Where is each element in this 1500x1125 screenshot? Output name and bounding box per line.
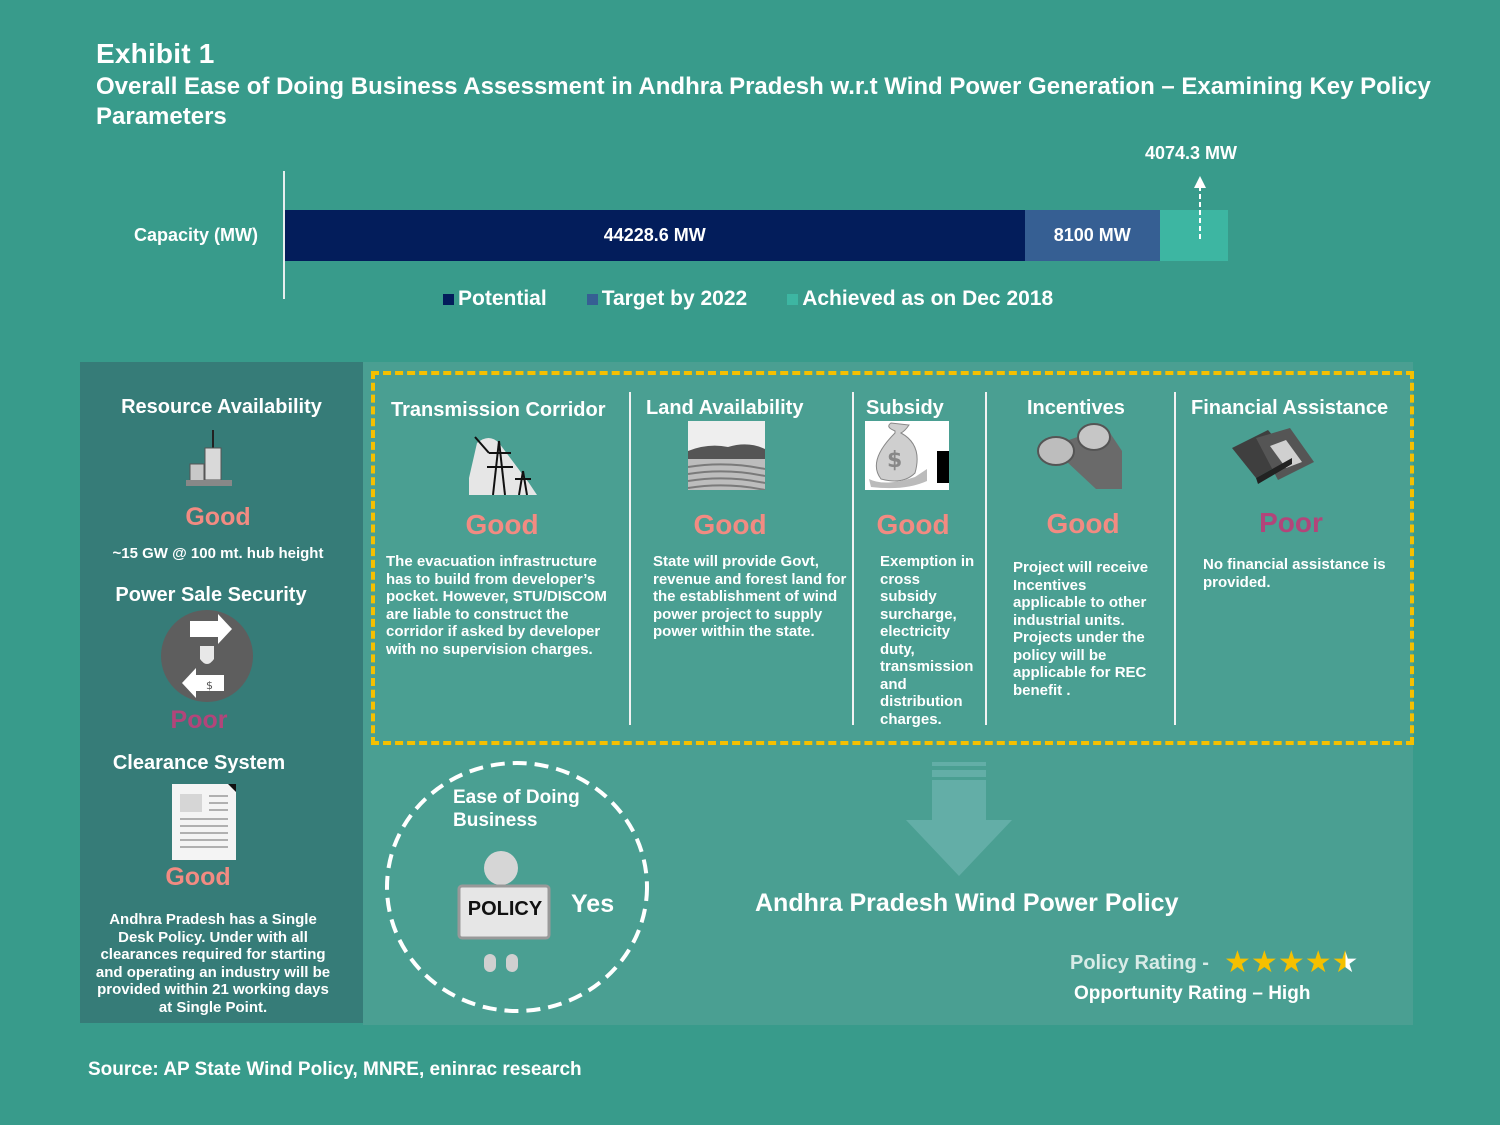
param-rating-incentives: Good [1046,508,1120,539]
legend-label: Potential [458,287,547,310]
ease-circle [385,761,649,1013]
power-sale-security-title: Power Sale Security [115,584,307,606]
bar-segment-target: 8100 MW [1024,210,1160,261]
source-note: Source: AP State Wind Policy, MNRE, enin… [88,1059,582,1080]
star-icon: ★ [1331,946,1359,979]
transmission-tower-icon [469,436,537,495]
param-note-subsidy: Exemption in cross subsidy surcharge, el… [880,553,975,728]
cash-bundle-icon [1232,428,1314,484]
clearance-rating: Good [165,863,231,891]
legend-item-achieved: Achieved as on Dec 2018 [787,287,1053,311]
chart-axis-line [283,171,285,299]
star-icon: ★ [1304,946,1332,979]
policy-rating-stars: ★★★★★ [1224,948,1359,978]
legend-label: Achieved as on Dec 2018 [802,287,1054,310]
legend-swatch [787,293,799,305]
legend-swatch [586,293,598,305]
star-icon: ★ [1277,946,1305,979]
coins-icon [1037,423,1122,489]
param-note-incentives: Project will receive Incentives applicab… [1013,559,1149,699]
down-arrow-icon [906,762,1012,876]
param-note-financial: No financial assistance is provided. [1203,556,1386,591]
policy-name: Andhra Pradesh Wind Power Policy [755,889,1179,917]
param-note-transmission: The evacuation infrastructure has to bui… [386,553,607,658]
clearance-note: Andhra Pradesh has a Single Desk Policy.… [95,911,331,1016]
param-rating-financial: Poor [1259,507,1323,538]
exhibit-label: Exhibit 1 [96,38,215,69]
star-icon: ★ [1224,946,1251,979]
bar-segment-achieved [1160,210,1228,261]
chart-category-label: Capacity (MW) [134,225,259,245]
ease-answer: Yes [571,890,615,918]
clearance-system-title: Clearance System [112,752,286,774]
param-title-land: Land Availability [646,397,804,419]
param-note-land: State will provide Govt, revenue and for… [653,553,847,640]
resource-rating: Good [185,503,251,531]
svg-text:$: $ [887,448,902,473]
legend-item-target: Target by 2022 [586,287,748,311]
page-title: Overall Ease of Doing Business Assessmen… [96,73,1431,130]
bar-segment-potential: 44228.6 MW [285,210,1025,261]
column-divider [852,392,854,725]
ease-title: Ease of Doing Business [453,787,580,831]
column-divider [629,392,631,725]
power-sale-exchange-icon: $ [161,610,253,702]
policy-rating-label: Policy Rating - [1070,952,1209,974]
column-divider [985,392,987,725]
legend-item-potential: Potential [443,287,547,311]
power-sale-rating: Poor [170,706,228,734]
param-title-financial: Financial Assistance [1191,397,1389,419]
param-rating-subsidy: Good [876,509,950,540]
bar-value-label: 44228.6 MW [603,225,706,245]
star-icon: ★ [1250,946,1278,979]
column-divider [1174,392,1176,725]
policy-sign-text: POLICY [467,898,543,920]
policy-parameters-box [371,371,1414,745]
param-title-incentives: Incentives [1027,397,1125,419]
svg-text:$: $ [206,679,213,692]
lighthouse-icon [186,430,232,486]
up-arrow-icon [1194,176,1206,242]
farmland-icon [688,421,765,490]
param-title-subsidy: Subsidy [866,397,944,419]
legend-swatch [443,293,454,305]
resource-availability-title: Resource Availability [121,396,322,418]
chart-legend: Potential Target by 2022 Achieved as on … [443,287,1053,311]
document-icon [172,784,236,860]
legend-label: Target by 2022 [601,287,748,310]
achieved-value-label: 4074.3 MW [1145,143,1238,163]
bar-value-label: 8100 MW [1053,225,1131,245]
param-rating-land: Good [693,509,767,540]
money-bag-hand-icon: $ [865,421,949,490]
opportunity-rating: Opportunity Rating – High [1074,983,1311,1004]
resource-note: ~15 GW @ 100 mt. hub height [112,545,324,562]
param-rating-transmission: Good [465,509,539,540]
person-holding-sign-icon [457,851,551,972]
param-title-transmission: Transmission Corridor [391,399,606,421]
